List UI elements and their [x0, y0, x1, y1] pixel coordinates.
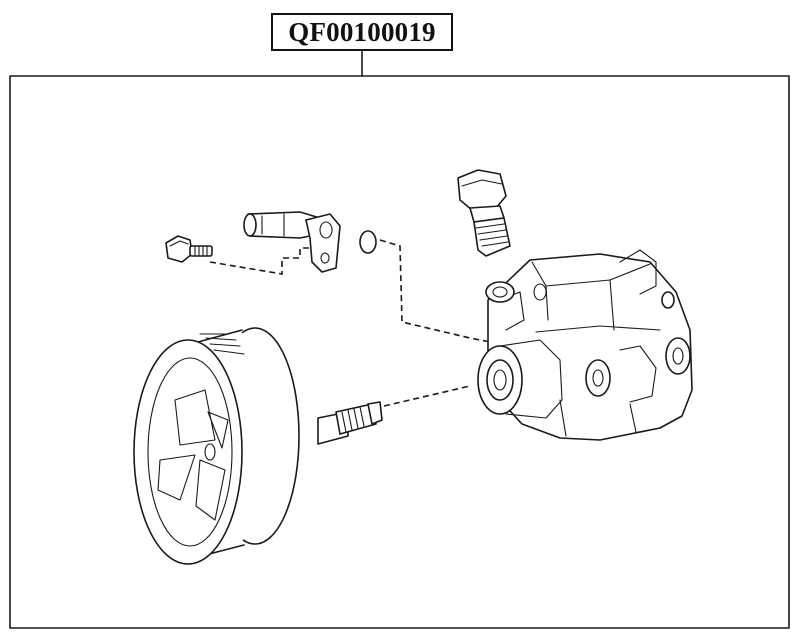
- valve-part: [457, 169, 511, 257]
- shaft-part: [317, 401, 383, 445]
- diagram-frame: [9, 75, 790, 629]
- pump-body-part: [477, 249, 693, 441]
- bolt-part: [165, 235, 213, 263]
- part-number-label: QF00100019: [271, 13, 453, 51]
- union-fitting-part: [243, 211, 341, 273]
- o-ring-part: [359, 230, 377, 254]
- pulley-part: [133, 327, 300, 565]
- assembly-guide-lines: [209, 239, 491, 407]
